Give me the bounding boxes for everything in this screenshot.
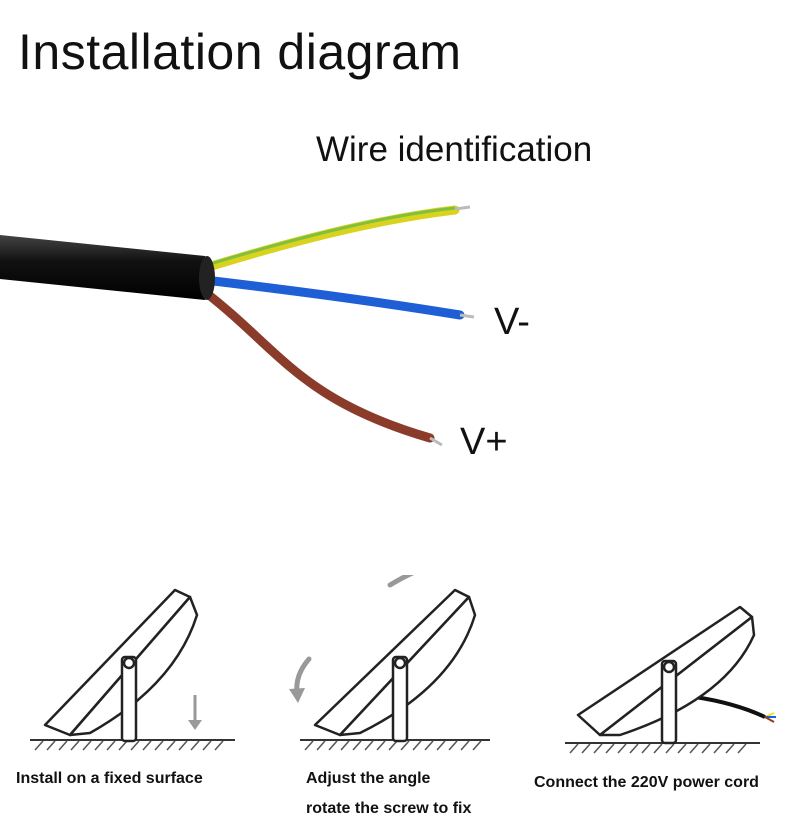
v-minus-label: V- (494, 301, 530, 343)
ground-surface (565, 742, 760, 754)
step-2-illustration (289, 575, 490, 751)
step-2-caption-line-1: Adjust the angle (306, 770, 431, 787)
step-1-caption: Install on a fixed surface (16, 770, 203, 787)
rotate-arrow-left-icon (289, 656, 312, 703)
mounting-bracket (120, 655, 138, 743)
page-title: Installation diagram (18, 24, 462, 80)
cable-jacket (0, 235, 212, 300)
step-3-caption: Connect the 220V power cord (534, 774, 759, 791)
blue-wire (200, 275, 465, 320)
step-2-caption-line-2: rotate the screw to fix (306, 800, 472, 817)
arrow-down-icon (188, 695, 202, 730)
yellow-green-wire (200, 205, 460, 273)
ground-surface (30, 739, 235, 751)
step-1-illustration (30, 588, 235, 751)
wire-identification-title: Wire identification (316, 130, 593, 169)
mounting-bracket (391, 655, 409, 743)
v-plus-label: V+ (460, 421, 508, 463)
mounting-bracket (660, 659, 678, 745)
power-cord (694, 695, 776, 723)
brown-wire (200, 287, 435, 443)
cable-illustration (0, 205, 475, 447)
step-3-illustration (565, 605, 776, 754)
rotate-arrow-top-icon (387, 575, 415, 588)
